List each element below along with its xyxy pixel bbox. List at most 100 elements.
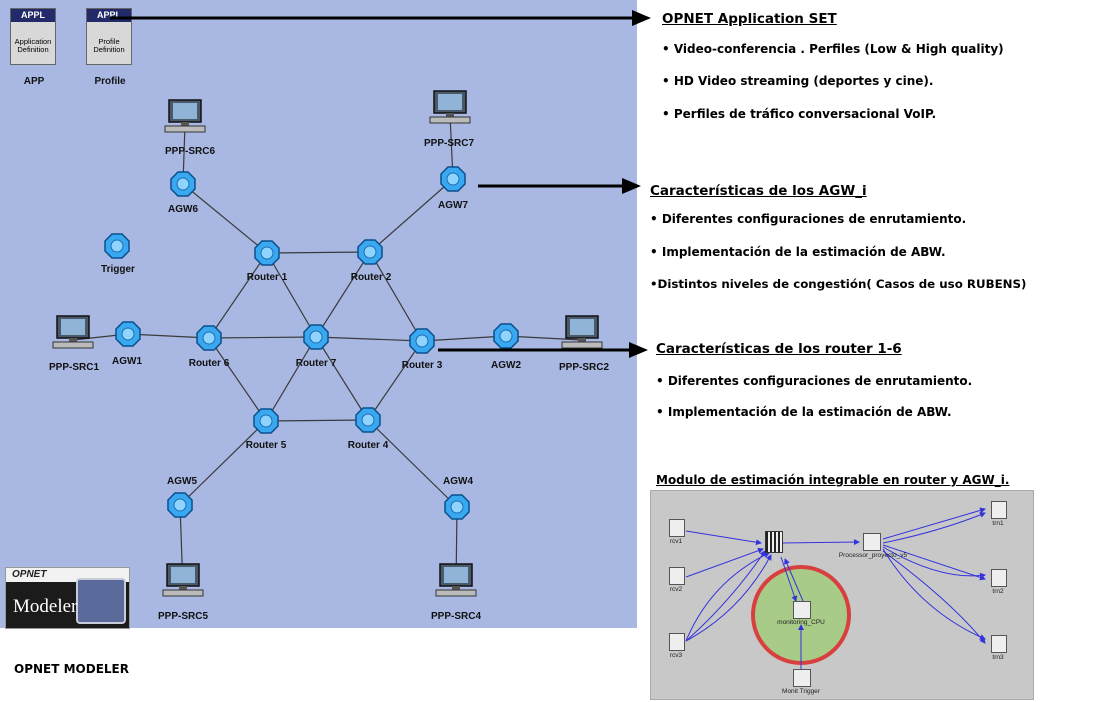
rcv2-module[interactable] xyxy=(669,567,685,585)
link-r1-r2 xyxy=(266,251,371,254)
processor-module[interactable] xyxy=(863,533,881,551)
link-r6-r7 xyxy=(208,336,317,339)
profile-definition-sublabel: Profile Definition xyxy=(93,37,125,54)
node-label-router-6: Router 6 xyxy=(188,358,230,369)
node-label-agw2: AGW2 xyxy=(491,360,521,371)
node-label-router-7: Router 7 xyxy=(295,358,337,369)
trn1-module[interactable] xyxy=(991,501,1007,519)
opnet-modeler-logo: OPNET Modeler xyxy=(5,567,130,629)
router-heading: Características de los router 1-6 xyxy=(656,341,902,357)
node-label-router-3: Router 3 xyxy=(401,360,443,371)
processor-label: Processor_proyecto_v5 xyxy=(838,552,908,559)
link-agw6-r1 xyxy=(182,183,268,254)
node-label-ppp-src1: PPP-SRC1 xyxy=(48,362,100,373)
link-r7-r5 xyxy=(265,336,317,422)
link-agw7-r2 xyxy=(369,178,454,253)
node-label-ppp-src2: PPP-SRC2 xyxy=(558,362,610,373)
app-definition-sublabel: Application Definition xyxy=(14,37,52,54)
monitor-graphic xyxy=(76,578,126,624)
link-r3-r4 xyxy=(367,340,423,421)
link-r7-r4 xyxy=(315,336,369,421)
node-label-agw5: AGW5 xyxy=(167,476,197,487)
rcv1-module[interactable] xyxy=(669,519,685,537)
app-label: APP xyxy=(23,76,45,87)
router-bullet: • Diferentes configuraciones de enrutami… xyxy=(656,374,973,388)
process-model-graph xyxy=(685,507,986,669)
agw-bullet: • Implementación de la estimación de ABW… xyxy=(650,245,946,259)
app-set-bullet: • HD Video streaming (deportes y cine). xyxy=(662,74,934,88)
workstation-icon[interactable] xyxy=(52,315,94,349)
link-r6-r5 xyxy=(208,337,267,422)
module-heading: Modulo de estimación integrable en route… xyxy=(656,473,1010,487)
router-node-icon[interactable] xyxy=(303,324,329,350)
router-bullet: • Implementación de la estimación de ABW… xyxy=(656,405,952,419)
app-set-bullet: • Video-conferencia . Perfiles (Low & Hi… xyxy=(662,42,1004,56)
opnet-modeler-caption: OPNET MODELER xyxy=(14,662,129,676)
node-label-agw7: AGW7 xyxy=(438,200,468,211)
link-r5-r4 xyxy=(265,419,369,422)
workstation-icon[interactable] xyxy=(162,563,204,597)
node-label-ppp-src6: PPP-SRC6 xyxy=(164,146,216,157)
app-set-bullet: • Perfiles de tráfico conversacional VoI… xyxy=(662,107,937,121)
logo-brand: OPNET xyxy=(12,569,47,580)
rcv1-label: rcv1 xyxy=(669,538,683,545)
router-node-icon[interactable] xyxy=(409,328,435,354)
trn3-module[interactable] xyxy=(991,635,1007,653)
trigger-label: Monit Trigger xyxy=(782,688,820,695)
monitoring-label: monitoring_CPU xyxy=(777,619,825,626)
trn2-label: trn2 xyxy=(992,588,1004,595)
rcv3-module[interactable] xyxy=(669,633,685,651)
link-r2-r7 xyxy=(315,251,371,338)
node-label-router-5: Router 5 xyxy=(245,440,287,451)
link-agw1-r6 xyxy=(127,333,210,339)
node-label-router-2: Router 2 xyxy=(350,272,392,283)
node-label-ppp-src4: PPP-SRC4 xyxy=(430,611,482,622)
node-label-ppp-src5: PPP-SRC5 xyxy=(157,611,209,622)
router-node-icon[interactable] xyxy=(115,321,141,347)
topology-graph xyxy=(52,90,603,597)
router-node-icon[interactable] xyxy=(493,323,519,349)
link-r1-r7 xyxy=(266,252,317,338)
trn3-label: trn3 xyxy=(992,654,1004,661)
link-r2-r3 xyxy=(369,251,423,342)
rcv3-label: rcv3 xyxy=(669,652,683,659)
trn2-module[interactable] xyxy=(991,569,1007,587)
network-canvas[interactable]: APPL Application Definition APP APPL Pro… xyxy=(0,0,637,629)
trn1-label: trn1 xyxy=(992,520,1004,527)
router-node-icon[interactable] xyxy=(440,166,466,192)
router-node-icon[interactable] xyxy=(196,325,222,351)
router-node-icon[interactable] xyxy=(167,492,193,518)
monitoring-module[interactable] xyxy=(793,601,811,619)
node-label-router-1: Router 1 xyxy=(246,272,288,283)
workstation-icon[interactable] xyxy=(561,315,603,349)
workstation-icon[interactable] xyxy=(164,99,206,133)
router-node-icon[interactable] xyxy=(104,233,130,259)
profile-definition-object[interactable]: APPL Profile Definition Profile xyxy=(86,0,134,90)
node-label-agw6: AGW6 xyxy=(168,204,198,215)
router-node-icon[interactable] xyxy=(253,408,279,434)
agw-heading: Características de los AGW_i xyxy=(650,183,867,199)
router-node-icon[interactable] xyxy=(170,171,196,197)
appl-tag: APPL xyxy=(11,9,55,22)
link-r5-agw5 xyxy=(179,420,267,506)
node-label-router-4: Router 4 xyxy=(347,440,389,451)
router-node-icon[interactable] xyxy=(357,239,383,265)
node-label-trigger: Trigger xyxy=(101,264,135,275)
node-label-ppp-src7: PPP-SRC7 xyxy=(423,138,475,149)
app-definition-object[interactable]: APPL Application Definition APP xyxy=(10,0,58,90)
app-set-heading: OPNET Application SET xyxy=(662,11,837,27)
agw-bullet: • Diferentes configuraciones de enrutami… xyxy=(650,212,967,226)
process-model-panel[interactable]: rcv1 rcv2 rcv3 Processor_proyecto_v5 mon… xyxy=(650,490,1034,700)
router-node-icon[interactable] xyxy=(355,407,381,433)
trigger-module[interactable] xyxy=(793,669,811,687)
node-label-agw1: AGW1 xyxy=(112,356,142,367)
router-node-icon[interactable] xyxy=(254,240,280,266)
link-r1-r6 xyxy=(208,252,268,339)
logo-product: Modeler xyxy=(13,596,78,617)
queue-module[interactable] xyxy=(765,531,783,553)
workstation-icon[interactable] xyxy=(429,90,471,124)
router-node-icon[interactable] xyxy=(444,494,470,520)
profile-label: Profile xyxy=(94,76,126,87)
link-r4-agw4 xyxy=(367,419,458,508)
workstation-icon[interactable] xyxy=(435,563,477,597)
